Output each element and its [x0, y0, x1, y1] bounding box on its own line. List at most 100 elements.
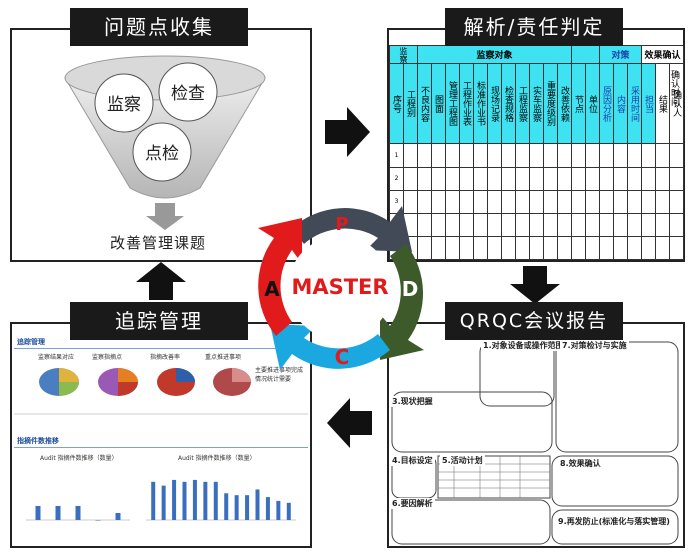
hdr-node: 节点 — [571, 63, 586, 145]
chart-bar — [151, 481, 156, 520]
pdca-cycle: P D C A MASTER — [258, 206, 424, 370]
collect-title: 问题点收集 — [70, 8, 248, 46]
tracking-subheader: 指摘件数推移 — [17, 437, 59, 445]
circle-label-1: 监察 — [107, 95, 141, 115]
chart-bar — [213, 481, 218, 520]
segment-p — [292, 206, 412, 252]
pie-title-2: 监察指摘点 — [92, 354, 123, 361]
table-row: 1 — [389, 143, 684, 168]
hdr-target: 监察对象 — [417, 44, 572, 65]
arrow-down — [510, 266, 560, 304]
circle-dianjian — [132, 122, 192, 182]
report-box-2: 7.对策检讨与实施 — [560, 340, 629, 351]
hdr-effect-2: 确认时间 — [669, 70, 679, 106]
chart-bar — [182, 481, 187, 520]
hdr-target-3: 标准作业书 — [473, 63, 488, 145]
pie-title-3: 指摘改善率 — [150, 354, 181, 361]
chart-bar — [55, 506, 61, 520]
pie-2 — [98, 368, 138, 396]
funnel-output-label: 改善管理课题 — [110, 234, 207, 252]
hdr-target-6: 工程监察 — [515, 63, 530, 145]
segment-d — [380, 244, 424, 360]
report-box-1: 1.对象设备或操作范围 — [481, 340, 566, 351]
pie-1 — [39, 368, 79, 396]
segment-c — [270, 324, 390, 370]
chart-bar — [265, 497, 270, 520]
hdr-effect-1: 确认人 — [669, 63, 684, 145]
pie-4 — [213, 368, 251, 396]
hdr-effect: 效果确认 — [641, 44, 684, 65]
tracking-header: 追踪管理 — [17, 338, 45, 346]
hdr-target-2: 工程作业表 — [459, 63, 474, 145]
chart-bar — [115, 513, 121, 520]
report-box-8: 9.再发防止(标准化与落实管理) — [556, 516, 672, 527]
hdr-unit: 单位 — [585, 63, 600, 145]
analysis-title: 解析/责任判定 — [445, 8, 623, 46]
chart-bar — [192, 479, 197, 520]
hdr-measure-2: 担当 — [641, 63, 656, 145]
analysis-table: 监察 监察对象 对策 效果确认 序号 工程别 不良内容 图面 管理工程图 工程作… — [389, 44, 684, 261]
chart-bar — [224, 493, 229, 520]
chart-bar — [245, 495, 250, 520]
pie-previews — [14, 368, 308, 415]
chart-bar — [35, 506, 41, 520]
hdr-importance: 重要度级别 — [543, 63, 558, 145]
hdr-measure-0: 内容 — [613, 63, 628, 145]
chart-bar — [276, 500, 281, 520]
pie-title-1: 监察结果对应 — [38, 354, 75, 361]
hdr-seq: 序号 — [389, 63, 404, 145]
chart-bar — [203, 481, 208, 520]
chart1-title: Audit 指摘件数推移（数量） — [40, 455, 118, 462]
chart-bar — [255, 489, 260, 520]
circle-jiancha2 — [158, 62, 218, 122]
hdr-basis: 改善依赖 — [557, 63, 572, 145]
center-label: MASTER — [291, 275, 388, 299]
hdr-measure: 对策 — [599, 44, 642, 65]
hdr-target-5: 检查规格 — [501, 63, 516, 145]
letter-c: C — [335, 345, 350, 369]
chart-bar — [172, 479, 177, 520]
chart1 — [26, 506, 130, 521]
hdr-process: 工程别 — [403, 63, 418, 145]
hdr-target-4: 现场记录 — [487, 63, 502, 145]
circle-jiancha1 — [94, 73, 154, 133]
letter-d: D — [402, 277, 419, 301]
pie-3 — [157, 368, 195, 396]
letter-a: A — [264, 277, 280, 301]
arrow-up — [136, 262, 186, 300]
hdr-target-7: 实车监察 — [529, 63, 544, 145]
chart-bar — [161, 485, 166, 520]
segment-a — [258, 218, 302, 336]
chart-bar — [234, 495, 239, 520]
arrow-left — [327, 398, 372, 448]
table-row: 3 — [389, 189, 684, 214]
report-box-3: 3.现状把握 — [390, 396, 435, 407]
hdr-measure-1: 采用时间 — [627, 63, 642, 145]
report-box-5: 5.活动计划 — [440, 455, 485, 466]
chart2-title: Audit 指摘件数推移（数量） — [178, 455, 256, 462]
tracking-divider-2 — [14, 447, 308, 448]
pie-title-4: 重点推进事项 — [205, 354, 242, 361]
tracking-title: 追踪管理 — [70, 302, 248, 340]
tracking-note: 主要推进事项完成情况统计需要 — [255, 367, 304, 383]
chart-bar — [286, 502, 291, 520]
hdr-cause: 原因分析 — [599, 63, 614, 145]
hdr-target-0: 图面 — [431, 63, 446, 145]
letter-p: P — [335, 214, 348, 235]
chart2 — [146, 479, 296, 521]
hdr-supervise: 监察 — [389, 44, 418, 65]
arrow-right — [325, 107, 370, 157]
funnel-diagram: 监察 检查 点检 — [64, 55, 266, 230]
report-box-6: 8.效果确认 — [558, 458, 603, 469]
report-box-4: 4.目标设定 — [390, 455, 435, 466]
report-box-7: 6.要因解析 — [390, 498, 435, 509]
hdr-target-1: 管理工程图 — [445, 63, 460, 145]
report-title: QRQC会议报告 — [445, 302, 623, 340]
tracking-divider — [14, 348, 308, 349]
table-row: 2 — [389, 166, 684, 191]
chart-bar — [95, 520, 101, 521]
circle-label-3: 点检 — [145, 144, 179, 164]
circle-label-2: 检查 — [171, 84, 205, 104]
chart-bar — [75, 506, 81, 520]
down-arrow-gray — [146, 203, 184, 230]
